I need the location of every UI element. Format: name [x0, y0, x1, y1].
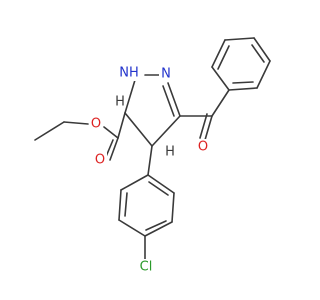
bond-ester-c-c3 — [117, 112, 126, 139]
bond-ph2-c — [144, 221, 173, 237]
bond-ph1-c — [224, 37, 255, 41]
bond-ph1-inner-c — [232, 81, 254, 84]
ester-ether-o-label: O — [91, 117, 101, 132]
bond-ketone-c-o-double-a — [204, 115, 213, 141]
bond-ph2-inner-c — [124, 192, 128, 217]
chlorine-label: Cl — [140, 260, 153, 275]
bond-ph2-a — [147, 174, 175, 194]
bond-ph1-inner-b — [251, 44, 265, 63]
bond-ketone-c-phenyl — [211, 89, 230, 117]
bond-ester-c-o-double-a — [109, 137, 119, 161]
bond-ch2-o — [63, 121, 89, 125]
bond-ph1-inner-a — [217, 45, 230, 70]
bond-ch3-ch2 — [34, 121, 65, 141]
bond-ph2-e — [118, 189, 122, 221]
bond-ph2-inner-a — [148, 181, 169, 196]
bond-ph1-a — [211, 66, 230, 91]
bond-o-carbonyl-c — [103, 126, 119, 139]
bond-ph2-f — [120, 174, 149, 191]
bond-ph2-b — [171, 192, 175, 223]
bond-c4-aryl — [147, 145, 153, 176]
bond-n2-c5-double-a — [167, 82, 181, 117]
bond-ph2-inner-b — [145, 220, 167, 231]
bond-c5-c4 — [151, 115, 181, 147]
bond-c4-c3 — [124, 112, 153, 147]
bond-ph1-e — [256, 60, 271, 89]
ketone-o-label: O — [198, 140, 208, 155]
molecule-structure: NH N O O O H H Cl — [34, 37, 271, 275]
bond-n2-c5-double-b — [162, 85, 175, 117]
n-label: N — [161, 67, 171, 82]
bond-layer — [34, 37, 271, 261]
c4-h-label: H — [165, 145, 175, 160]
bond-c3-n1 — [124, 79, 136, 114]
bond-ketone-c-o-double-b — [199, 113, 208, 139]
bond-ph1-f — [228, 87, 258, 91]
bond-ph2-d — [118, 219, 146, 237]
bond-ph1-d — [253, 37, 271, 62]
ester-carbonyl-o-label: O — [95, 153, 105, 168]
c3-h-label: H — [115, 95, 125, 110]
label-layer: NH N O O O H H Cl — [89, 65, 210, 275]
bond-ph1-b — [211, 39, 226, 68]
nh-label: NH — [119, 66, 139, 81]
